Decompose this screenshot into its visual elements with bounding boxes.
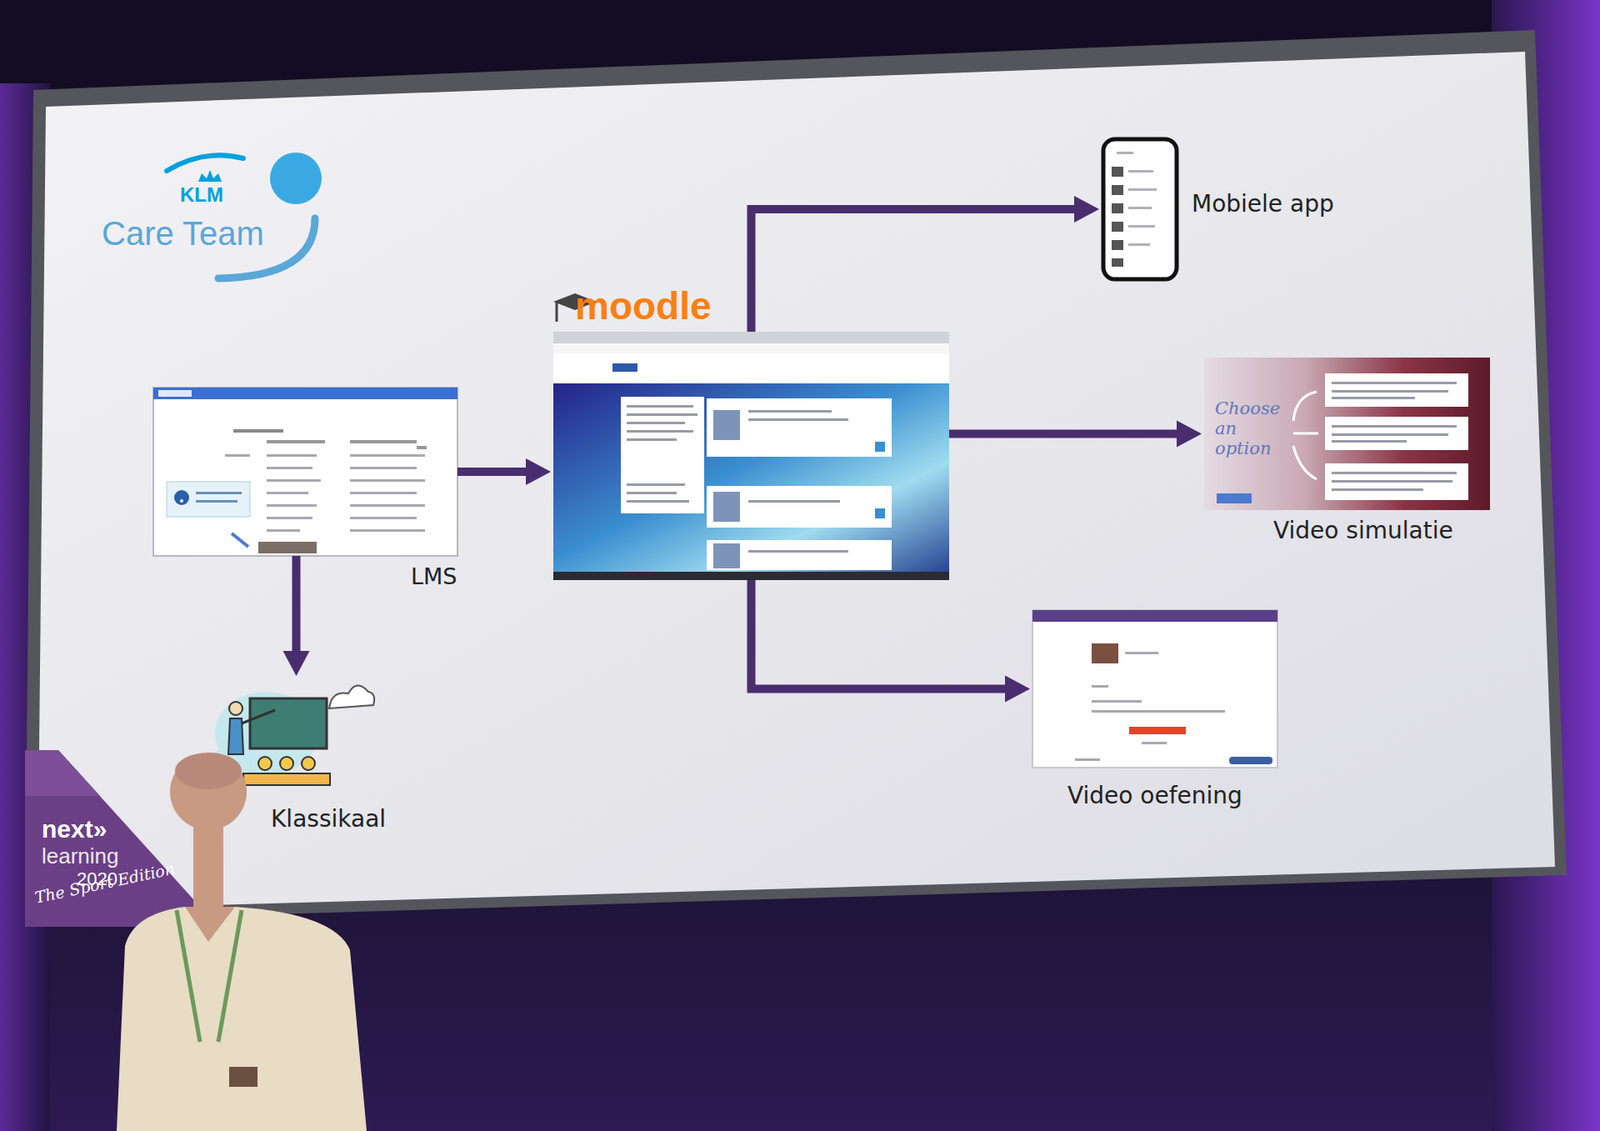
- video-simulation-art: [1204, 357, 1490, 510]
- screenshot-text: Choose an option: [1215, 398, 1287, 459]
- arrow-head: [525, 458, 551, 485]
- event-logo-text: next»: [41, 815, 107, 844]
- flow-arrow: [457, 458, 551, 485]
- flow-arrow: [751, 195, 1100, 332]
- classroom-icon-box: Klassikaal: [214, 678, 373, 791]
- arrow-head: [1005, 675, 1030, 703]
- brand-logo-text: KLM: [180, 183, 224, 207]
- brand-subtitle: Care Team: [101, 215, 265, 253]
- lms-screenshot: LMS: [153, 387, 458, 556]
- video-exercise-art: [1032, 610, 1278, 768]
- connector-line: [751, 209, 1075, 332]
- node-label: moodle: [575, 283, 712, 329]
- event-logo-text: learning: [41, 843, 120, 870]
- lms-screenshot-art: [153, 387, 458, 556]
- node-label: LMS: [410, 563, 457, 590]
- connector-line: [751, 580, 1006, 690]
- arrow-head: [1074, 195, 1100, 223]
- video-exercise-image: Video oefening: [1032, 610, 1278, 768]
- node-label: Klassikaal: [270, 805, 386, 833]
- moodle-screenshot-art: [553, 331, 950, 580]
- arrow-head: [283, 650, 310, 676]
- moodle-screenshot: moodle: [553, 331, 950, 580]
- video-simulation-image: Video simulatie: [1204, 357, 1490, 510]
- arrow-head: [1176, 420, 1202, 448]
- node-label: Video simulatie: [1273, 516, 1454, 545]
- flow-arrow: [283, 555, 310, 676]
- phone-art: [1103, 139, 1177, 280]
- flow-arrow: [949, 420, 1202, 448]
- flow-arrow: [751, 580, 1031, 703]
- connector-line: [949, 430, 1177, 439]
- mobile-app-phone: Mobiele app: [1101, 137, 1179, 281]
- node-label: Mobiele app: [1191, 190, 1335, 218]
- connector-line: [292, 555, 301, 651]
- node-label: Video oefening: [1067, 781, 1243, 810]
- connector-line: [457, 467, 526, 476]
